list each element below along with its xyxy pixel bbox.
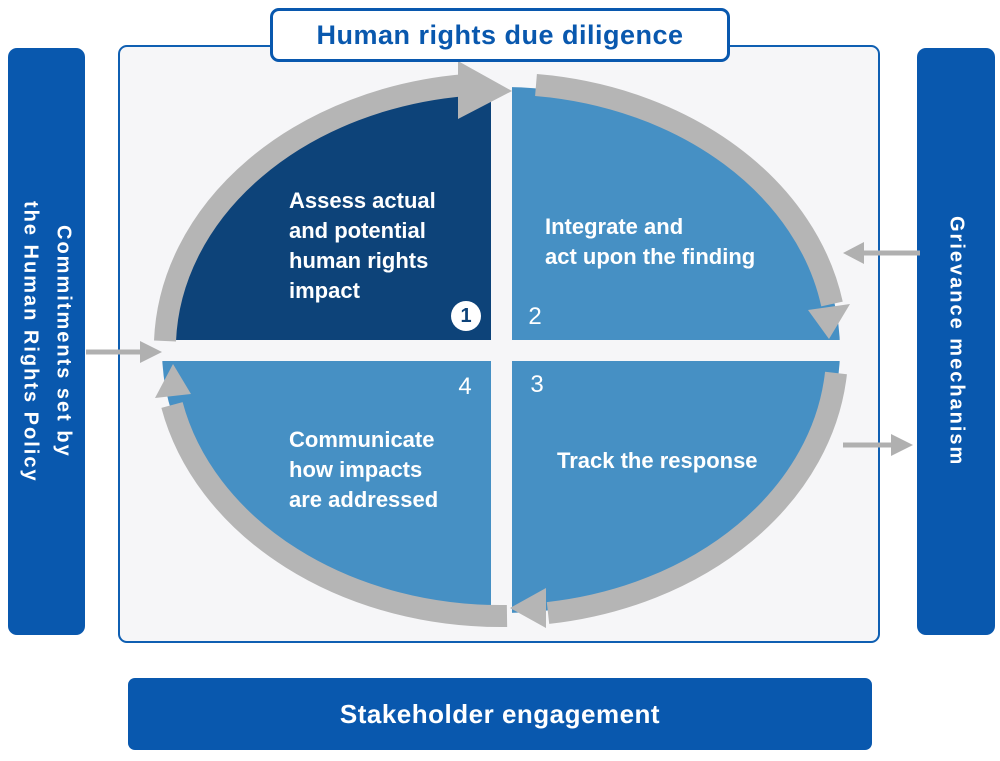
step-1-badge: 1 [451,301,481,331]
cycle-arrowhead-top [458,61,512,119]
cycle-arrowhead-left [155,364,191,398]
cycle-arc-4 [161,402,508,628]
title-box: Human rights due diligence [270,8,730,62]
quadrant-3-shape [501,350,840,613]
quadrant-1-shape [162,87,501,350]
grievance-pillar-label: Grievance mechanism [945,216,968,467]
right-inflow-arrow [843,242,920,264]
quadrant-2-label: Integrate and act upon the finding [545,214,756,269]
stakeholder-bar: Stakeholder engagement [128,678,872,750]
cycle-arrowhead-right [808,304,850,339]
stakeholder-bar-label: Stakeholder engagement [339,698,661,729]
step-2-number: 2 [528,303,542,330]
cycle-arc-1 [154,74,467,342]
horizontal-gap [148,340,854,361]
quadrant-3-label: Track the response [557,448,758,473]
due-diligence-panel: Assess actual and potential human rights… [118,45,880,643]
step-3-number: 3 [530,371,544,398]
commitments-pillar-label: Commitments set by the Human Rights Poli… [19,200,75,483]
quadrant-4-shape [162,350,501,613]
page-title: Human rights due diligence [316,19,684,50]
cycle-arc-3 [546,371,847,624]
commitments-pillar: Commitments set by the Human Rights Poli… [8,48,85,635]
right-outflow-arrow [843,434,913,456]
cycle-arc-2 [535,74,843,307]
step-4-number: 4 [458,373,472,400]
grievance-pillar: Grievance mechanism [917,48,995,635]
quadrant-1-label: Assess actual and potential human rights… [289,188,436,303]
quadrant-2-shape [501,87,840,350]
cycle-arrowhead-bottom [510,588,546,628]
quadrant-4-label: Communicate how impacts are addressed [289,427,439,512]
left-inflow-arrow [86,341,162,363]
cycle-graphic [148,61,854,628]
